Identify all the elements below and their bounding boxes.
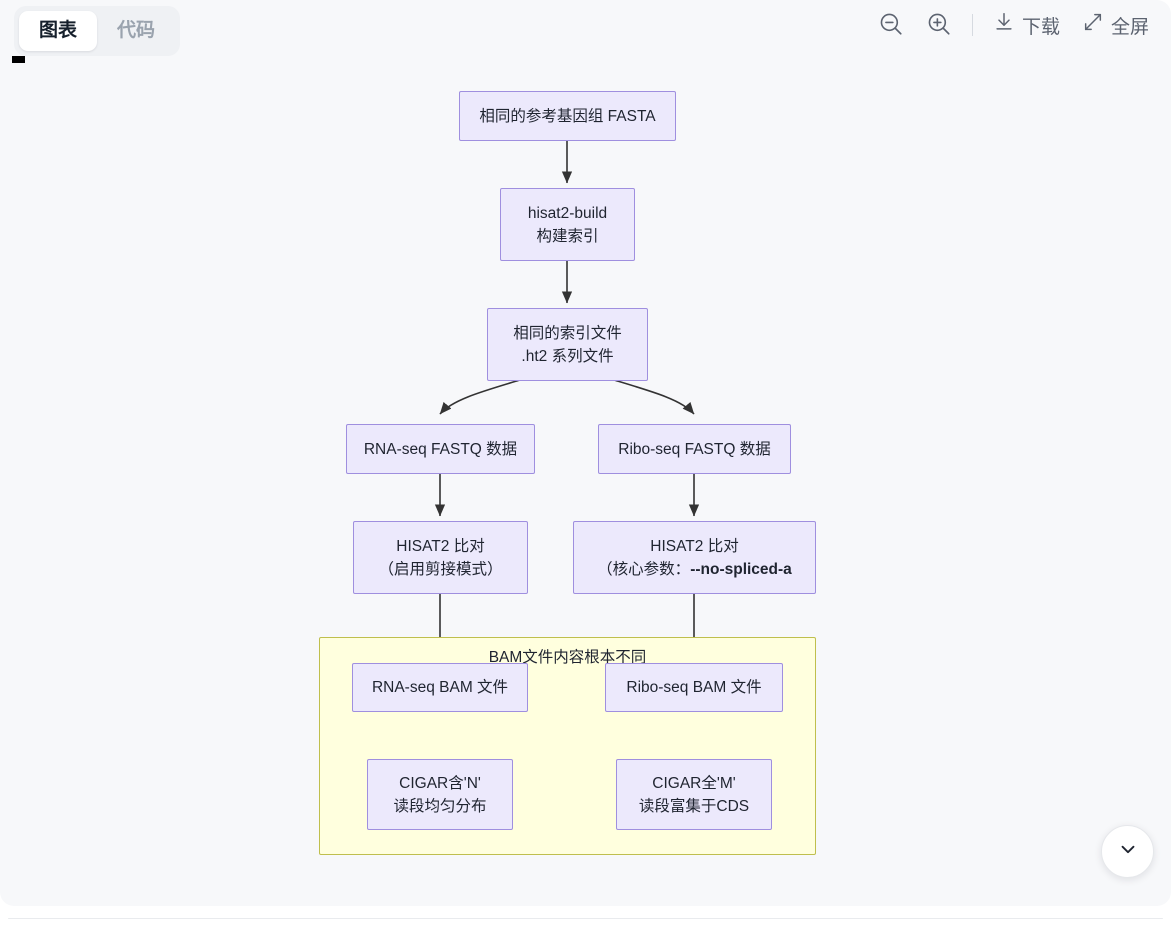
node-hisat2-build[interactable]: hisat2-build 构建索引 bbox=[500, 188, 635, 261]
diagram-toolbar: 下载 全屏 bbox=[874, 8, 1153, 42]
node-riboseq-fastq[interactable]: Ribo-seq FASTQ 数据 bbox=[598, 424, 791, 474]
node-label-line2: 读段均匀分布 bbox=[393, 797, 487, 815]
chevron-down-icon bbox=[1117, 838, 1139, 865]
node-label: hisat2-build bbox=[527, 204, 608, 222]
zoom-out-button[interactable] bbox=[874, 8, 908, 42]
node-label: RNA-seq FASTQ 数据 bbox=[363, 440, 518, 458]
node-label-line2: .ht2 系列文件 bbox=[521, 347, 614, 365]
download-label: 下载 bbox=[1021, 16, 1060, 38]
node-rnaseq-fastq[interactable]: RNA-seq FASTQ 数据 bbox=[346, 424, 535, 474]
node-rnaseq-bam[interactable]: RNA-seq BAM 文件 bbox=[352, 663, 528, 712]
node-label: 相同的索引文件 bbox=[513, 324, 622, 342]
node-label-line2: （启用剪接模式） bbox=[378, 560, 503, 578]
node-rnaseq-result[interactable]: CIGAR含'N' 读段均匀分布 bbox=[367, 759, 513, 830]
fullscreen-label: 全屏 bbox=[1110, 16, 1149, 38]
subgraph-title: BAM文件内容根本不同 bbox=[488, 649, 647, 666]
node-hisat2-align-riboseq[interactable]: HISAT2 比对 （核心参数：--no-spliced-a bbox=[573, 521, 816, 594]
node-label: HISAT2 比对 bbox=[396, 537, 485, 555]
node-label-line2: 读段富集于CDS bbox=[638, 797, 750, 815]
flowchart: BAM文件内容根本不同 相同的参考基因组 FASTA hisat2-build … bbox=[319, 91, 816, 855]
tab-code[interactable]: 代码 bbox=[117, 20, 156, 41]
stray-marker bbox=[12, 56, 25, 63]
node-label: RNA-seq BAM 文件 bbox=[371, 679, 509, 696]
node-label: Ribo-seq BAM 文件 bbox=[626, 679, 762, 696]
node-hisat2-align-rnaseq[interactable]: HISAT2 比对 （启用剪接模式） bbox=[353, 521, 528, 594]
edge-index-to-ribofq bbox=[613, 379, 695, 415]
fullscreen-icon bbox=[1082, 11, 1104, 39]
node-riboseq-result[interactable]: CIGAR全'M' 读段富集于CDS bbox=[616, 759, 772, 830]
node-label: CIGAR含'N' bbox=[399, 774, 481, 792]
node-riboseq-bam[interactable]: Ribo-seq BAM 文件 bbox=[605, 663, 783, 712]
node-label-line2: （核心参数：--no-spliced-a bbox=[597, 558, 792, 581]
zoom-out-icon bbox=[878, 11, 904, 40]
view-tabs: 图表 代码 bbox=[14, 6, 181, 56]
zoom-in-button[interactable] bbox=[922, 8, 956, 42]
download-button[interactable]: 下载 bbox=[989, 8, 1064, 42]
node-label-param: --no-spliced-a bbox=[690, 560, 792, 578]
download-icon bbox=[993, 11, 1015, 39]
node-reference-fasta[interactable]: 相同的参考基因组 FASTA bbox=[459, 91, 676, 141]
node-label: Ribo-seq FASTQ 数据 bbox=[618, 440, 771, 458]
toolbar-divider bbox=[971, 14, 973, 36]
zoom-in-icon bbox=[926, 11, 952, 40]
node-label: CIGAR全'M' bbox=[652, 774, 736, 792]
panel-bottom-edge bbox=[8, 918, 1163, 919]
node-label: 相同的参考基因组 FASTA bbox=[479, 107, 656, 125]
diagram-canvas-panel: BAM文件内容根本不同 相同的参考基因组 FASTA hisat2-build … bbox=[12, 6, 1154, 878]
edge-index-to-rnafq bbox=[439, 379, 521, 415]
node-label-line2-text: （核心参数： bbox=[597, 560, 691, 578]
tab-chart[interactable]: 图表 bbox=[19, 11, 98, 51]
node-index-files[interactable]: 相同的索引文件 .ht2 系列文件 bbox=[487, 308, 648, 381]
scroll-down-button[interactable] bbox=[1101, 825, 1154, 878]
node-label-line2: 构建索引 bbox=[536, 227, 599, 245]
node-label: HISAT2 比对 bbox=[650, 537, 739, 555]
fullscreen-button[interactable]: 全屏 bbox=[1078, 8, 1153, 42]
